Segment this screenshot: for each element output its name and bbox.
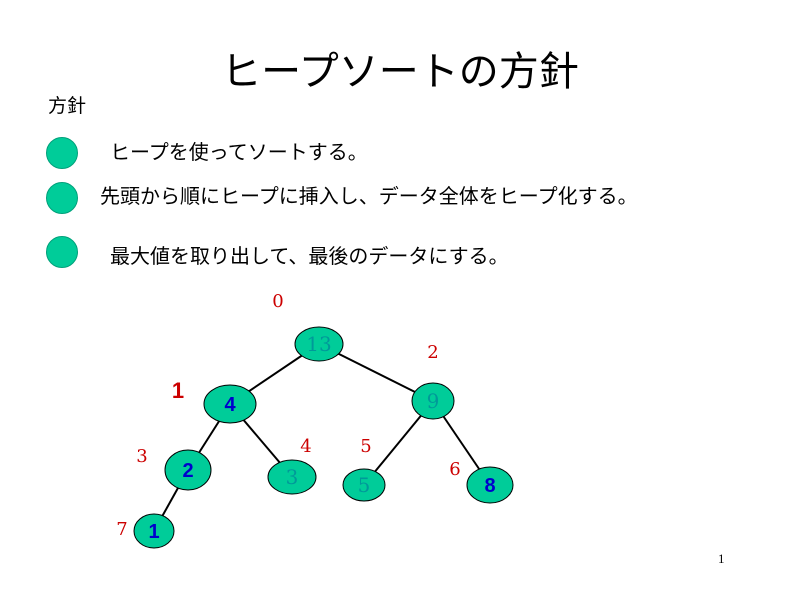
tree-node-ellipse [411, 382, 455, 420]
tree-node-ellipse [164, 449, 212, 491]
tree-node: 13 [294, 326, 344, 362]
tree-node-value: 5 [358, 473, 371, 497]
section-label: 方針 [48, 95, 87, 117]
bullet-text: 先頭から順にヒープに挿入し、データ全体をヒープ化する。 [100, 184, 638, 208]
tree-node-ellipse [267, 459, 317, 495]
tree-index-label: 0 [272, 291, 283, 312]
bullet-circle-icon [46, 182, 78, 214]
tree-index-label: 6 [449, 459, 460, 480]
tree-index-label: 2 [427, 342, 438, 363]
tree-node-ellipse [294, 326, 344, 362]
tree-node: 5 [342, 468, 386, 502]
tree-node: 1 [133, 513, 175, 549]
tree-node-value: 3 [286, 465, 299, 489]
bullet-item-1: ヒープを使ってソートする。 [0, 134, 800, 174]
bullet-circle-icon [46, 137, 78, 169]
tree-node-value: 13 [306, 332, 331, 356]
bullet-text: ヒープを使ってソートする。 [110, 140, 368, 164]
tree-node-value: 2 [182, 460, 193, 482]
bullet-circle-icon [46, 236, 78, 268]
tree-node-ellipse [133, 513, 175, 549]
tree-node: 9 [411, 382, 455, 420]
tree-index-label: 3 [136, 446, 147, 467]
tree-node: 8 [466, 466, 514, 504]
tree-node-value: 1 [148, 521, 159, 543]
tree-index-label: 4 [300, 436, 311, 457]
bullet-item-2: 先頭から順にヒープに挿入し、データ全体をヒープ化する。 [0, 178, 800, 218]
tree-node: 2 [164, 449, 212, 491]
tree-node: 4 [203, 384, 257, 424]
page-number: 1 [718, 551, 725, 566]
tree-node-value: 8 [484, 475, 495, 497]
tree-index-label: 5 [360, 436, 371, 457]
tree-node-ellipse [203, 384, 257, 424]
tree-index-label: 1 [172, 378, 184, 403]
tree-node-ellipse [466, 466, 514, 504]
tree-index-label: 7 [116, 519, 127, 540]
slide-title: ヒープソートの方針 [221, 49, 579, 95]
tree-node-ellipse [342, 468, 386, 502]
bullet-item-3: 最大値を取り出して、最後のデータにする。 [0, 232, 800, 272]
tree-node-value: 9 [427, 389, 440, 413]
bullet-text: 最大値を取り出して、最後のデータにする。 [110, 244, 509, 268]
tree-node: 3 [267, 459, 317, 495]
tree-node-value: 4 [224, 394, 236, 416]
